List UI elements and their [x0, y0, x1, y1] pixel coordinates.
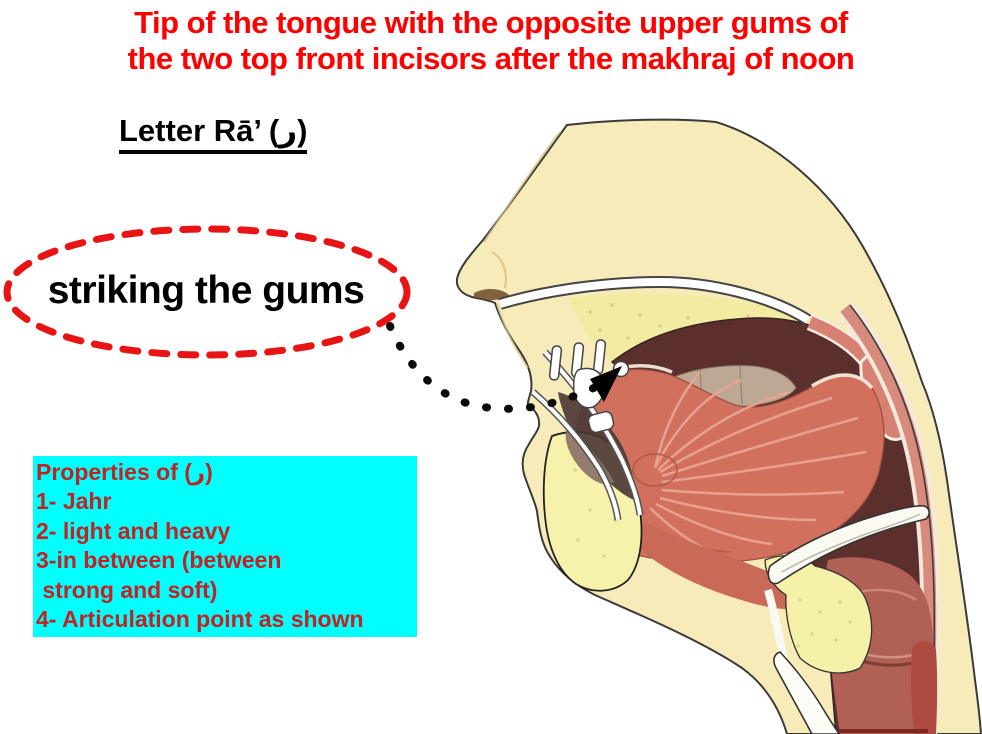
properties-line: 3-in between (between [36, 547, 282, 574]
epiglottis [767, 505, 930, 585]
slide-title: Tip of the tongue with the opposite uppe… [0, 5, 982, 77]
front-teeth-area [530, 339, 644, 521]
hyoid-region [764, 555, 873, 674]
letter-heading: Letter Rā’ (ر) [119, 113, 308, 154]
properties-line: 2- light and heavy [36, 517, 231, 544]
properties-box: Properties of (ر) 1- Jahr 2- light and h… [33, 456, 417, 637]
nasal-passage [498, 275, 812, 326]
title-line-1: Tip of the tongue with the opposite uppe… [134, 5, 848, 40]
properties-line: 1- Jahr [36, 488, 112, 515]
callout-connector-dotted-line [386, 322, 602, 413]
properties-line: Properties of (ر) [36, 459, 213, 485]
callout-ellipse [3, 225, 411, 359]
properties-line: strong and soft) [36, 576, 218, 603]
arrowhead [590, 366, 622, 402]
thyroid-strap [764, 588, 840, 734]
properties-line: 4- Articulation point as shown [36, 606, 364, 633]
title-line-2: the two top front incisors after the mak… [127, 41, 855, 76]
mouth-floor-muscle [636, 520, 818, 610]
letter-heading-text: Letter Rā’ (ر) [119, 113, 308, 154]
callout-label: striking the gums [47, 269, 365, 312]
